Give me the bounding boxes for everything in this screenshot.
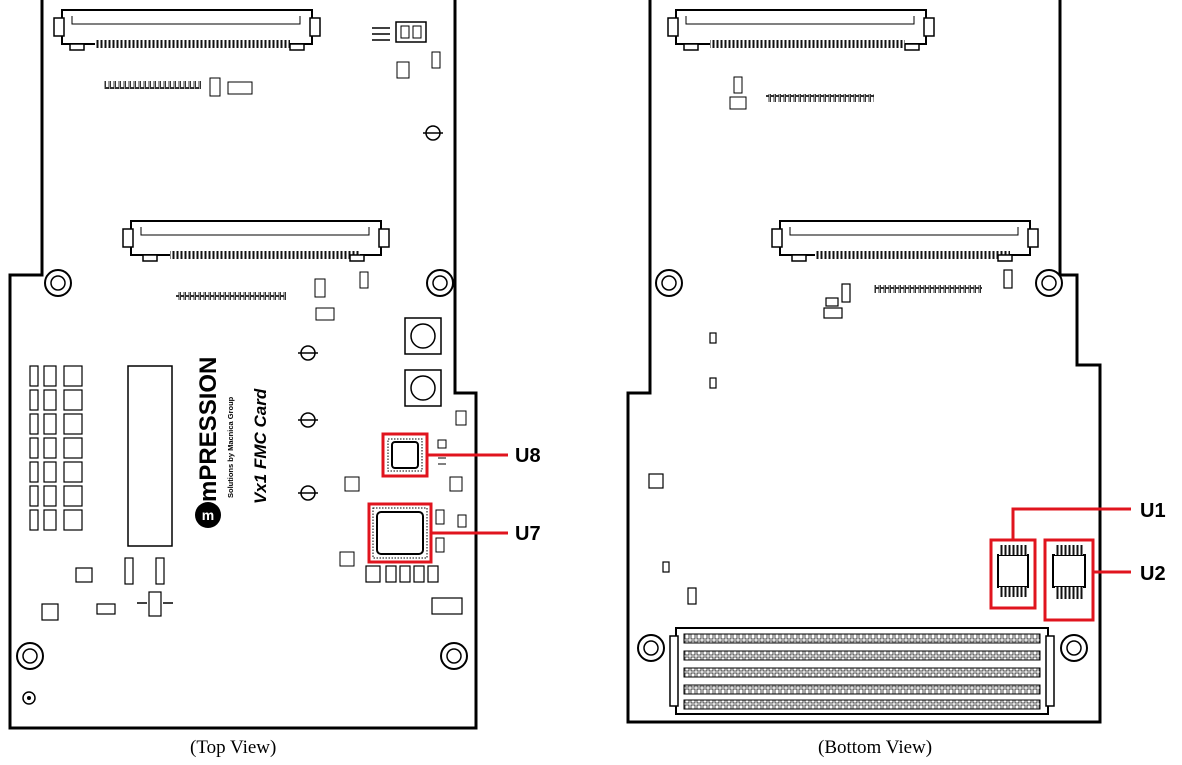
callout-label-u1: U1 xyxy=(1140,500,1166,522)
top-view: m mPRESSION Solutions by Macnica Group V… xyxy=(8,0,541,730)
bottom-view-caption: (Bottom View) xyxy=(818,737,933,758)
chip-u7 xyxy=(367,502,433,564)
callout-line-u1 xyxy=(1011,507,1131,540)
callout-label-u7: U7 xyxy=(515,523,541,545)
callout-label-u8: U8 xyxy=(515,445,541,467)
fmc-connector xyxy=(669,627,1055,715)
svg-text:m: m xyxy=(202,507,214,523)
bottom-connector-1 xyxy=(667,9,935,51)
chip-u1 xyxy=(989,538,1037,610)
callout-label-u2: U2 xyxy=(1140,563,1166,585)
card-name: Vx1 FMC Card xyxy=(251,388,270,504)
module-block xyxy=(127,365,173,547)
top-view-caption: (Top View) xyxy=(190,737,277,758)
bottom-connector-2 xyxy=(771,220,1039,262)
header-row-3 xyxy=(766,94,874,102)
chip-u8 xyxy=(381,432,429,478)
brand-logo: m mPRESSION Solutions by Macnica Group xyxy=(195,357,235,528)
top-connector-2 xyxy=(122,220,390,262)
top-connector-1 xyxy=(53,9,321,51)
brand-text: mPRESSION xyxy=(195,357,222,502)
header-row-4 xyxy=(874,285,982,293)
header-row-1 xyxy=(104,81,201,89)
passive-components xyxy=(29,365,83,531)
top-board-outline xyxy=(8,0,478,730)
brand-tagline: Solutions by Macnica Group xyxy=(226,396,235,498)
chip-u2 xyxy=(1043,538,1095,622)
dip-switch xyxy=(395,21,427,43)
bottom-view: U1 U2 xyxy=(626,0,1166,724)
header-row-2 xyxy=(176,292,286,300)
bottom-board-outline xyxy=(626,0,1102,724)
